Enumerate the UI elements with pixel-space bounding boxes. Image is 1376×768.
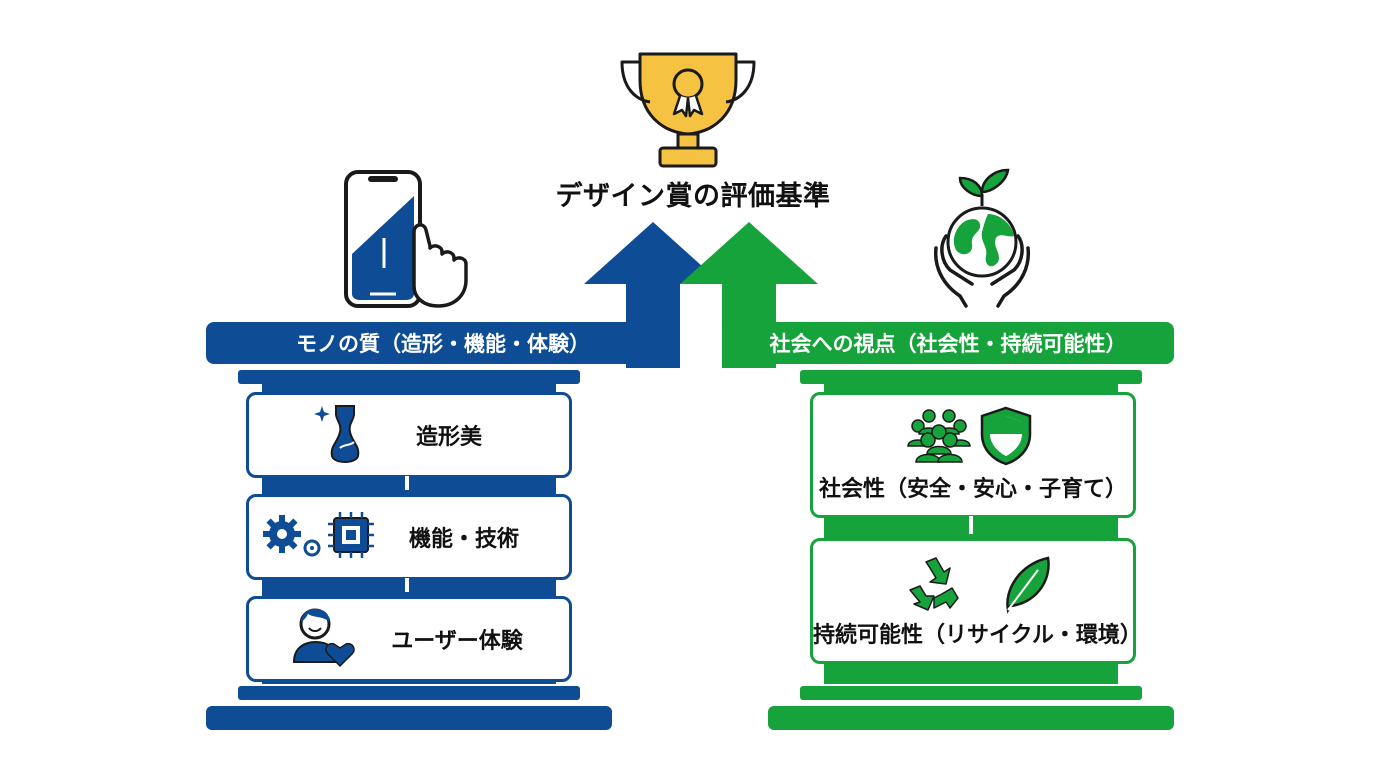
left-card-3: ユーザー体験 <box>246 596 572 682</box>
gear-chip-icon <box>263 512 374 558</box>
right-header-label: 社会への視点（社会性・持続可能性） <box>769 332 1127 356</box>
left-header-label: モノの質（造形・機能・体験） <box>296 332 590 356</box>
left-connector-2 <box>405 578 409 592</box>
smartphone-touch-icon <box>344 170 468 308</box>
right-card-2: 持続可能性（リサイクル・環境） <box>810 538 1142 664</box>
right-card-2-label: 持続可能性（リサイクル・環境） <box>813 623 1142 648</box>
page-title: デザイン賞の評価基準 <box>555 181 831 212</box>
right-header: 社会への視点（社会性・持続可能性） <box>722 322 1174 364</box>
left-card-1-label: 造形美 <box>415 425 482 450</box>
user-heart-icon <box>292 608 355 668</box>
left-card-1: 造形美 <box>246 392 572 478</box>
right-card-1: 社会性（安全・安心・子育て） <box>810 392 1136 518</box>
globe-hands-icon <box>933 168 1031 308</box>
vase-icon <box>314 405 360 463</box>
left-connector-1 <box>405 476 409 490</box>
people-shield-icon <box>907 406 1032 466</box>
recycle-leaf-icon <box>909 556 1050 614</box>
right-card-1-label: 社会性（安全・安心・子育て） <box>818 477 1127 502</box>
right-connector-1 <box>969 516 973 534</box>
trophy-icon <box>620 52 756 168</box>
left-arrow-head <box>584 222 722 284</box>
left-card-2-label: 機能・技術 <box>408 527 519 552</box>
right-arrow-head <box>680 222 818 284</box>
left-card-3-label: ユーザー体験 <box>391 629 523 654</box>
left-header: モノの質（造形・機能・体験） <box>206 322 680 364</box>
